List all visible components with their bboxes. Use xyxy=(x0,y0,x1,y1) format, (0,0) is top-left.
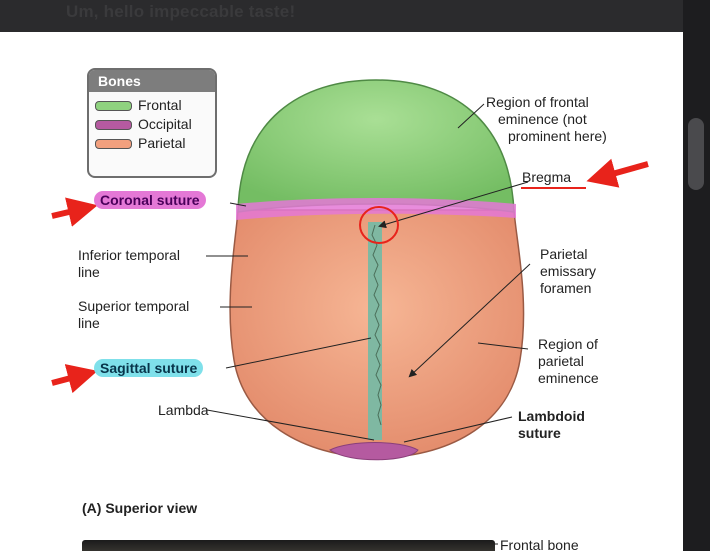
legend-label-parietal: Parietal xyxy=(138,135,186,151)
frontal-eminence-label-2: eminence (not xyxy=(498,111,587,127)
sagittal-suture-band xyxy=(368,222,382,440)
legend-label-frontal: Frontal xyxy=(138,97,182,113)
parietal-emissary-label-3: foramen xyxy=(540,280,592,296)
vertical-scrollbar[interactable] xyxy=(683,0,710,551)
frontal-eminence-label-3: prominent here) xyxy=(508,128,607,144)
skull-photo-strip xyxy=(82,540,495,551)
legend-item-parietal: Parietal xyxy=(89,134,215,153)
scrollbar-thumb[interactable] xyxy=(688,118,704,190)
frontal-bone-label: Frontal bone xyxy=(500,537,579,551)
lambda-label: Lambda xyxy=(158,402,209,418)
bregma-label: Bregma xyxy=(522,169,572,185)
legend-title: Bones xyxy=(89,70,215,92)
parietal-eminence-label-1: Region of xyxy=(538,336,598,352)
bregma-circle xyxy=(359,206,399,244)
legend-swatch-frontal xyxy=(95,101,132,111)
skull-diagram xyxy=(51,79,649,545)
frontal-bone xyxy=(237,79,515,213)
inferior-temporal-label-2: line xyxy=(78,264,100,280)
coronal-suture-band xyxy=(236,198,516,220)
bones-legend: Bones Frontal Occipital Parietal xyxy=(87,68,217,178)
lambdoid-suture-label-2: suture xyxy=(518,425,561,441)
parietal-emissary-label-2: emissary xyxy=(540,263,597,279)
arrow-sagittal-red xyxy=(51,364,98,394)
parietal-emissary-label-1: Parietal xyxy=(540,246,588,262)
parietal-eminence-label-2: parietal xyxy=(538,353,584,369)
inferior-temporal-label-1: Inferior temporal xyxy=(78,247,180,263)
legend-swatch-occipital xyxy=(95,120,132,130)
document-page: Bones Frontal Occipital Parietal Coronal… xyxy=(0,32,683,551)
arrow-bregma-red xyxy=(586,158,649,188)
coronal-suture-label: Coronal suture xyxy=(94,191,206,209)
occipital-bone xyxy=(329,442,419,461)
sagittal-suture-label: Sagittal suture xyxy=(94,359,204,377)
legend-item-frontal: Frontal xyxy=(89,96,215,115)
legend-swatch-parietal xyxy=(95,139,132,149)
top-overlay-bar: Um, hello impeccable taste! xyxy=(0,0,683,32)
arrow-coronal-red xyxy=(51,197,98,227)
superior-temporal-label-2: line xyxy=(78,315,100,331)
superior-temporal-label-1: Superior temporal xyxy=(78,298,190,314)
legend-label-occipital: Occipital xyxy=(138,116,192,132)
figure-caption: (A) Superior view xyxy=(82,500,198,516)
lambdoid-suture-label-1: Lambdoid xyxy=(518,408,585,424)
legend-item-occipital: Occipital xyxy=(89,115,215,134)
frontal-eminence-label-1: Region of frontal xyxy=(486,94,589,110)
overlay-caption: Um, hello impeccable taste! xyxy=(66,2,296,21)
parietal-eminence-label-3: eminence xyxy=(538,370,599,386)
